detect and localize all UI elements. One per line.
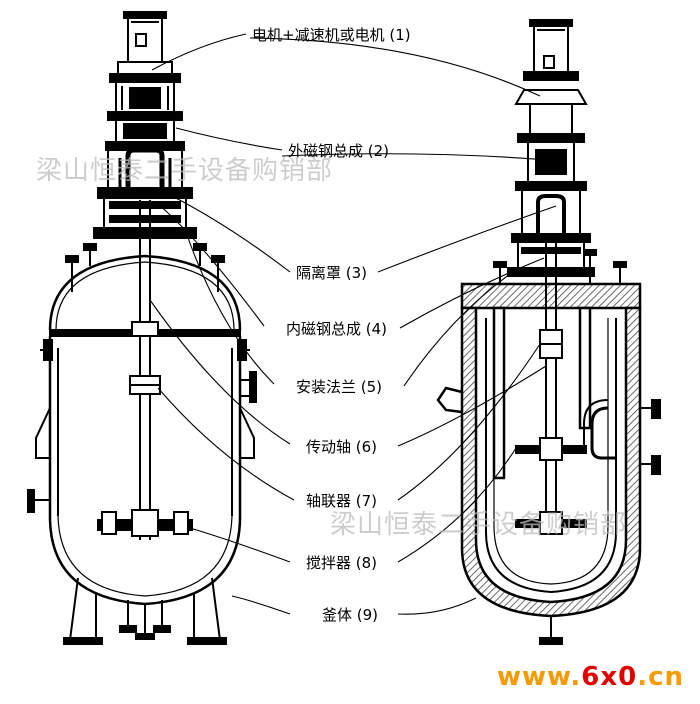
label-inner-magnet: 内磁钢总成 (4) [286,320,388,338]
label-drive-shaft: 传动轴 (6) [306,438,378,456]
brand-prefix: www. [496,662,582,692]
label-motor: 电机+减速机或电机 (1) [252,26,411,44]
label-coupling: 轴联器 (7) [306,492,378,510]
label-agitator: 搅拌器 (8) [306,554,378,572]
leader-lines [149,33,557,615]
right-reactor [436,19,661,645]
label-vessel-body: 釜体 (9) [322,606,379,624]
left-reactor [27,11,257,645]
brand-suffix: .cn [637,662,684,692]
watermark-top: 梁山恒泰二手设备购销部 [36,156,334,186]
label-isolation-cover: 隔离罩 (3) [296,264,368,282]
watermark-bottom: 梁山恒泰二手设备购销部 [330,510,628,540]
brand-logo: www.6x0.cn [497,662,684,692]
label-mounting-flange: 安装法兰 (5) [296,378,383,396]
label-outer-magnet: 外磁钢总成 (2) [288,142,390,160]
brand-name: 6x0 [581,662,638,692]
